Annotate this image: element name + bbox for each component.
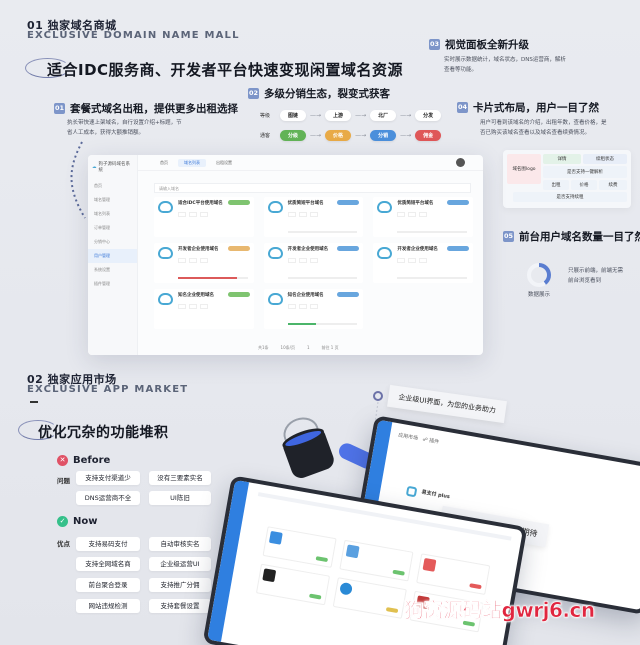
now-chip: 企业级运营UI <box>149 557 211 571</box>
flow-step: 分发 <box>415 109 442 121</box>
now-chip: 网站违规检测 <box>76 599 140 613</box>
number-badge-icon: 04 <box>457 102 468 113</box>
domain-card[interactable]: 知名企业使用域名 <box>263 289 364 329</box>
flow-step: 上游 <box>325 109 352 121</box>
domain-search-input[interactable]: 请输入域名 <box>154 183 471 193</box>
status-badge <box>227 292 250 297</box>
page-size-select[interactable]: 10条/页 <box>280 345 295 350</box>
donut-label: 数据展示 <box>528 292 551 298</box>
feature-04-desc: 用户可看到该域名的介绍，出租年数，查看价格，是否已购买该域名查看以及域名查看续费… <box>480 120 607 136</box>
before-chip: 没有三要素实名 <box>149 471 211 485</box>
dashboard-logo: ☁狗子源码域名系统 <box>92 162 130 173</box>
feature-02-title: 02 多级分销生态，裂变式获客 <box>248 88 390 100</box>
sidebar-item[interactable]: 域名管理 <box>94 197 110 202</box>
checkmark-icon: ✓ <box>57 516 68 527</box>
sidebar-item[interactable]: 插件管理 <box>94 281 110 286</box>
sidebar-item[interactable]: 首页 <box>94 183 102 188</box>
status-badge <box>337 200 360 205</box>
feature-05-desc: 只展示前端，前端无需前台浏览看到 <box>568 268 624 284</box>
avatar[interactable] <box>456 158 465 167</box>
section1-english-title: EXCLUSIVE DOMAIN NAME MALL <box>27 30 240 41</box>
flow-step: 分级 <box>280 129 307 141</box>
distribution-flow-diagram: 等级 图链—→ 上游—→ 北厂—→ 分发 通客 分级—→ 价格—→ 分销—→ 佣… <box>260 108 442 142</box>
pagination: 共1条 10条/页 1 前往 1 页 <box>258 345 339 350</box>
feature-01-title: 01 套餐式域名出租，提供更多出租选择 <box>54 103 238 115</box>
flow-step: 分销 <box>370 129 397 141</box>
swoosh-decoration <box>25 58 70 78</box>
page-number[interactable]: 1 <box>306 345 310 350</box>
section2-title: 02 独家应用市场 <box>27 373 117 386</box>
flow-step: 图链 <box>280 109 307 121</box>
sidebar-item[interactable]: 域名列表 <box>94 211 110 216</box>
domain-card[interactable]: 开发者企业使用域名 <box>154 243 254 283</box>
status-badge <box>337 246 360 251</box>
before-chip: 支持支付渠道少 <box>76 471 140 485</box>
divider <box>30 401 38 403</box>
swoosh-decoration <box>18 420 58 440</box>
flow-step: 佣金 <box>415 129 442 141</box>
feature-03-title: 03 视觉面板全新升级 <box>429 39 529 51</box>
page-jump-input[interactable]: 前往 1 页 <box>321 345 339 350</box>
feature-05-title: 05 前台用户域名数量一目了然 <box>503 231 640 243</box>
status-badge <box>337 292 360 297</box>
number-badge-icon: 03 <box>429 39 440 50</box>
card-layout-preview: 域名图logo 详情 续租状态 是否支持一键解析 出租 价格 续费 是否支持续租 <box>503 150 631 208</box>
cloud-icon <box>158 293 173 305</box>
feature-04-title: 04 卡片式布局，用户一目了然 <box>457 102 599 114</box>
now-chip: 支持推广分佣 <box>149 578 211 592</box>
cloud-icon <box>267 247 283 259</box>
tab-rent-settings[interactable]: 出租设置 <box>216 159 232 165</box>
now-chip: 支持易码支付 <box>76 537 140 551</box>
domain-card[interactable]: 优质简短平台域名 <box>263 197 364 237</box>
cloud-icon <box>377 247 393 259</box>
dashboard-tabs: 首页 域名列表 出租设置 <box>138 155 483 171</box>
sidebar-item[interactable]: 系统设置 <box>94 267 110 272</box>
domain-card[interactable]: 优质简短平台域名 <box>373 197 473 237</box>
feature-03-desc: 实时展示数据统计，域名状态，DNS运营商，解析查看等功能。 <box>444 57 566 73</box>
before-chip: DNS运营商不全 <box>76 491 140 505</box>
now-heading: ✓ Now <box>57 516 97 527</box>
section2-english-title: EXCLUSIVE APP MARKET <box>27 384 189 395</box>
status-badge <box>446 246 469 251</box>
now-chip: 自动审核实名 <box>149 537 211 551</box>
dashboard-sidebar: ☁狗子源码域名系统 首页 域名管理 域名列表 订单管理 分销中心 用户管理 系统… <box>88 155 138 355</box>
status-badge <box>446 200 469 205</box>
watermark: 狗窝源码站gwrj6.cn <box>404 598 596 623</box>
section1-title: 01 独家域名商城 <box>27 19 117 32</box>
domain-card[interactable]: 知名企业使用域名 <box>154 289 254 329</box>
number-badge-icon: 05 <box>503 231 514 242</box>
feature-01-desc: 执长带快速上架域名，自行设置介绍+标题，节省人工成本，获得大额推销额。 <box>67 120 182 136</box>
sidebar-item[interactable]: 订单管理 <box>94 225 110 230</box>
cloud-icon <box>267 201 283 213</box>
flow-step: 价格 <box>325 129 352 141</box>
now-chip: 支持全网域名商 <box>76 557 140 571</box>
domain-card[interactable]: 适合IDC平台使用域名 <box>154 197 254 237</box>
domain-card[interactable]: 开发者企业使用域名 <box>263 243 364 283</box>
cloud-icon <box>377 201 393 213</box>
domain-card[interactable]: 开发者企业使用域名 <box>373 243 473 283</box>
error-x-icon: ✕ <box>57 455 68 466</box>
cloud-icon <box>158 247 173 259</box>
status-badge <box>227 246 250 251</box>
status-badge <box>227 200 250 205</box>
domain-dashboard-preview: ☁狗子源码域名系统 首页 域名管理 域名列表 订单管理 分销中心 用户管理 系统… <box>88 155 483 355</box>
cloud-icon <box>267 293 283 305</box>
section1-headline: 适合IDC服务商、开发者平台快速变现闲置域名资源 <box>47 61 404 79</box>
now-chip: 支持套餐设置 <box>149 599 211 613</box>
now-chip: 前台聚合登录 <box>76 578 140 592</box>
cloud-icon <box>158 201 173 213</box>
tab-home[interactable]: 首页 <box>160 159 168 165</box>
app-icon <box>405 485 418 498</box>
number-badge-icon: 02 <box>248 88 259 99</box>
number-badge-icon: 01 <box>54 103 65 114</box>
sidebar-item[interactable]: 分销中心 <box>94 239 110 244</box>
tab-domain-list[interactable]: 域名列表 <box>178 158 206 167</box>
before-heading: ✕ Before <box>57 455 110 466</box>
donut-chart-icon <box>527 263 551 287</box>
dotted-path-decoration <box>70 141 86 219</box>
sidebar-item[interactable]: 用户管理 <box>88 249 137 263</box>
before-chip: UI陈旧 <box>149 491 211 505</box>
flow-step: 北厂 <box>370 109 397 121</box>
section2-headline: 优化冗杂的功能堆积 <box>38 425 169 441</box>
